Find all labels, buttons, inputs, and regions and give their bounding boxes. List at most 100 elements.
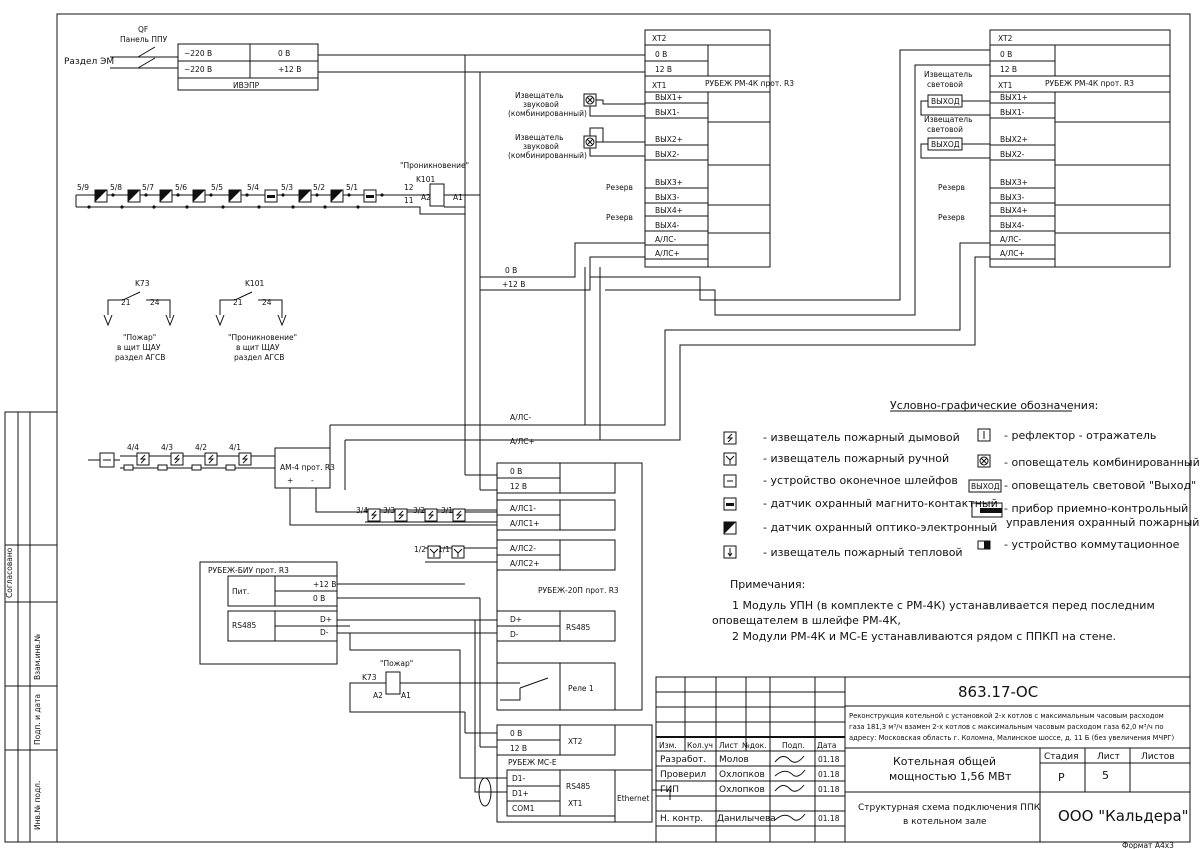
inv-podl-label: Инв.№ подл. <box>33 781 42 830</box>
panel-ppu-label: Панель ППУ <box>120 35 168 44</box>
stage-value: Р <box>1058 771 1065 784</box>
smoke-detector-icon <box>136 452 150 466</box>
power-supply-block: QF Панель ППУ Раздел ЭМ ~220 В ~220 В 0 … <box>64 25 319 91</box>
loop5-label-6: 5/3 <box>281 183 293 192</box>
company-name: ООО "Кальдера" <box>1058 807 1189 825</box>
r20p-title: РУБЕЖ-20П прот. R3 <box>538 586 619 595</box>
sheet-value: 5 <box>1102 769 1109 782</box>
contact-24b: 24 <box>262 298 272 307</box>
smoke-detector-icon <box>238 452 252 466</box>
name-developer: Молов <box>719 755 749 765</box>
heat-detector-icon <box>723 545 737 559</box>
biu-dminus: D- <box>320 628 329 637</box>
in1-label: ~220 В <box>184 49 212 58</box>
rm4k2-xt2: XT2 <box>998 34 1013 43</box>
notes-line1: 1 Модуль УПН (в комплекте с РМ-4К) устан… <box>732 599 1155 612</box>
rm4k1-out-6: ВЫХ4+ <box>655 206 683 215</box>
legend-magnetic: - датчик охранный магнито-контактный <box>763 497 998 510</box>
relay-k101-label: K101 <box>416 175 435 184</box>
legend-smoke: - извещатель пожарный дымовой <box>763 431 960 444</box>
bus-12v-label: +12 В <box>502 280 525 289</box>
r20p-dplus: D+ <box>510 615 522 624</box>
loop5-label-0: 5/9 <box>77 183 89 192</box>
optical-sensor-icon <box>298 189 312 203</box>
rm4k1-out-7: ВЫХ4- <box>655 221 680 230</box>
mce-module: 0 В 12 В XT2 РУБЕЖ МС-Е D1- D1+ COM1 RS4… <box>337 598 671 823</box>
notes: Примечания: 1 Модуль УПН (в комплекте с … <box>712 578 1155 643</box>
r20p-als1m: А/ЛС1- <box>510 504 536 513</box>
mce-rs485: RS485 <box>566 782 591 791</box>
legend-optical: - датчик охранный оптико-электронный <box>763 521 997 534</box>
r20p-0v: 0 В <box>510 467 522 476</box>
r20p-als2m: А/ЛС2- <box>510 544 536 553</box>
biu-pit: Пит. <box>232 587 249 596</box>
source-label: Раздел ЭМ <box>64 57 114 67</box>
rm4k-module-1: XT2 0 В 12 В XT1 РУБЕЖ РМ-4К прот. R3 ВЫ… <box>644 29 794 268</box>
sheets-header: Листов <box>1141 752 1175 762</box>
contact-k73-label: K73 <box>135 279 150 288</box>
am4-label: АМ-4 прот. R3 <box>280 463 335 472</box>
loop3-label-3: 3/1 <box>441 506 453 515</box>
reserve2-label: Резерв <box>606 213 633 222</box>
r20p-als2p: А/ЛС2+ <box>510 559 540 568</box>
rm4k2-out-7: ВЫХ4- <box>1000 221 1025 230</box>
optical-sensor-icon <box>228 189 242 203</box>
smoke-detector-icon <box>394 508 408 522</box>
sheet-title-line2: в котельном зале <box>903 817 987 827</box>
smoke-detector-icon <box>367 508 381 522</box>
role-nkontr: Н. контр. <box>660 814 703 824</box>
exit1-text: ВЫХОД <box>931 97 960 106</box>
rm4k1-xt1: XT1 <box>652 81 667 90</box>
hdr-data: Дата <box>817 741 836 750</box>
sounder-group-1: Извещатель звуковой (комбинированный) Из… <box>508 91 645 222</box>
date-2: 01.18 <box>818 770 840 779</box>
bus-lines: 0 В +12 В А/ЛС- А/ЛС+ <box>329 49 990 490</box>
date-3: 01.18 <box>818 785 840 794</box>
bus-als-plus-label: А/ЛС+ <box>510 437 535 446</box>
loop5-label-4: 5/5 <box>211 183 223 192</box>
light2-line2: световой <box>927 125 963 134</box>
out0-label: 0 В <box>278 49 290 58</box>
loop-n12: 12 <box>404 183 414 192</box>
soglasovano-label: Согласовано <box>5 547 14 598</box>
sounder2-line2: звуковой <box>523 142 559 151</box>
rm4k2-out-9: А/ЛС+ <box>1000 249 1025 258</box>
r20p-relay1: Реле 1 <box>568 684 594 693</box>
rm4k2-out-4: ВЫХ3+ <box>1000 178 1028 187</box>
vzam-inv-label: Взам.инв.№ <box>33 634 42 680</box>
legend-combined: - оповещатель комбинированный <box>1004 456 1200 469</box>
sounder2-line1: Извещатель <box>515 133 564 142</box>
legend-ppk-line2: управления охранный пожарный <box>1006 516 1199 529</box>
rm4k1-out-9: А/ЛС+ <box>655 249 680 258</box>
format-label: Формат А4x3 <box>1122 841 1174 849</box>
legend-end-device: - устройство оконечное шлейфов <box>763 474 958 487</box>
fire-relay-k73: K73 <box>362 673 377 682</box>
smoke-detector-icon <box>723 431 737 445</box>
hdr-ndok: №док. <box>742 741 767 750</box>
rm4k1-out-5: ВЫХ3- <box>655 193 680 202</box>
rm4k1-out-8: А/ЛС- <box>655 235 677 244</box>
role-gip: ГИП <box>660 785 679 795</box>
mce-d1p: D1+ <box>512 789 529 798</box>
contact-21b: 21 <box>233 298 243 307</box>
hdr-izm: Изм. <box>659 741 677 750</box>
hdr-list: Лист <box>719 741 739 750</box>
relay-a1: A1 <box>453 193 463 202</box>
exit-light-icon <box>968 479 1002 493</box>
rm4k1-out-2: ВЫХ2+ <box>655 135 683 144</box>
biu-title: РУБЕЖ-БИУ прот. R3 <box>208 566 289 575</box>
loop1-label-0: 1/2 <box>414 545 426 554</box>
desc-line3: адресу: Московская область г. Коломна, М… <box>849 734 1174 742</box>
manual-call-point-icon <box>723 452 737 466</box>
loop4-label-0: 4/4 <box>127 443 139 452</box>
optical-sensor-icon <box>192 189 206 203</box>
light1-line1: Извещатель <box>924 70 973 79</box>
rm4k2-out-2: ВЫХ2+ <box>1000 135 1028 144</box>
rm4k2-out-8: А/ЛС- <box>1000 235 1022 244</box>
rm4k2-0v: 0 В <box>1000 50 1012 59</box>
contact-24a: 24 <box>150 298 160 307</box>
legend-reflector: - рефлектор - отражатель <box>1004 429 1156 442</box>
r20p-12v: 12 В <box>510 482 527 491</box>
